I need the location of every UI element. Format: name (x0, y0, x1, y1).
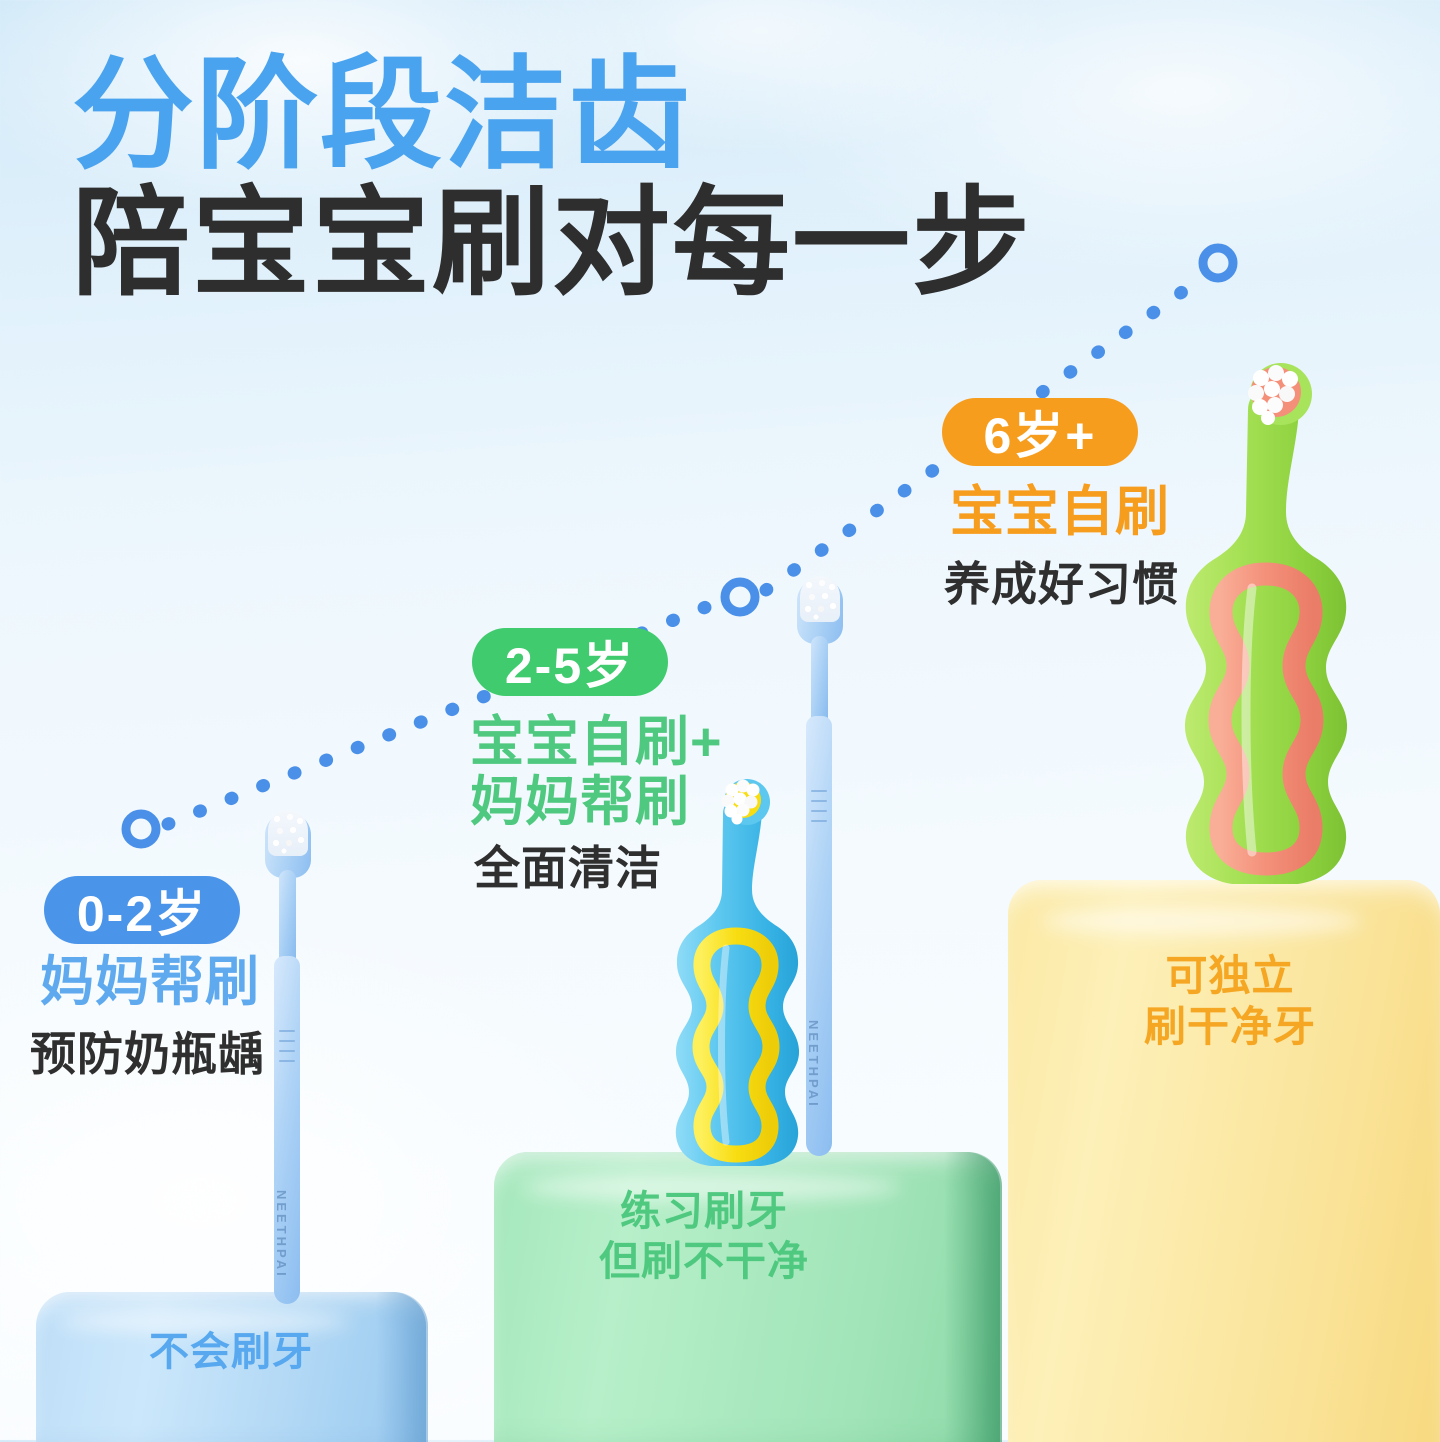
stage-2-main-text: 宝宝自刷+ 妈妈帮刷 (470, 712, 723, 833)
stage-1-main-text: 妈妈帮刷 (40, 952, 260, 1012)
grip-line (811, 810, 827, 812)
product-ring-toothbrush-blue (675, 779, 800, 1166)
green-handle-highlight (1241, 583, 1257, 857)
platform-highlight (60, 1310, 350, 1332)
age-badge-stage-3[interactable]: 6岁+ (942, 398, 1138, 466)
blue-handle-body (675, 794, 800, 1166)
product-ring-toothbrush-green (1184, 363, 1348, 884)
stage-3-main-text: 宝宝自刷 (950, 482, 1170, 542)
platform-stage-2 (494, 1152, 1002, 1442)
grip-line (279, 1060, 295, 1062)
platform-highlight (522, 1174, 902, 1200)
grip-line (279, 1040, 295, 1042)
slim-brush-bristles (268, 810, 308, 856)
slim-brush-neck (811, 636, 828, 728)
headline-block: 分阶段洁齿 陪宝宝刷对每一步 (72, 52, 1032, 306)
age-badge-stage-1[interactable]: 0-2岁 (44, 876, 240, 944)
slim-brush-bristles (800, 576, 840, 622)
green-brush-bristles (1248, 365, 1298, 425)
platform-label-stage-1: 不会刷牙 (149, 1330, 313, 1374)
brand-text: NEETHPAI (806, 1020, 821, 1109)
age-badge-stage-2[interactable]: 2-5岁 (472, 628, 668, 696)
path-node-end (1198, 243, 1238, 283)
platform-stage-1 (36, 1292, 428, 1442)
path-node-middle (720, 577, 760, 617)
platform-highlight (1042, 906, 1362, 936)
blue-handle-inner-ring (692, 927, 780, 1163)
platform-label-stage-3: 可独立 刷干净牙 (1143, 952, 1316, 1051)
grip-line (811, 790, 827, 792)
brand-text: NEETHPAI (274, 1190, 289, 1279)
slim-brush-handle (806, 716, 832, 1156)
stage-2-sub-text: 全面清洁 (474, 842, 662, 894)
stage-1-sub-text: 预防奶瓶龋 (30, 1028, 265, 1080)
grip-line (279, 1030, 295, 1032)
green-handle-body (1184, 384, 1348, 884)
green-handle-inner-ring (1208, 562, 1324, 876)
path-node-start (121, 809, 161, 849)
blue-handle-highlight (718, 944, 730, 1146)
slim-brush-handle (274, 956, 300, 1304)
blue-brush-bristles (721, 779, 760, 825)
grip-line (811, 800, 827, 802)
grip-line (811, 820, 827, 822)
headline-line-2: 陪宝宝刷对每一步 (72, 177, 1033, 310)
platform-label-stage-2: 练习刷牙 但刷不干净 (599, 1188, 809, 1285)
stage-3-sub-text: 养成好习惯 (944, 558, 1179, 610)
platform-stage-3 (1008, 880, 1440, 1442)
slim-brush-neck (279, 870, 296, 966)
grip-line (279, 1050, 295, 1052)
headline-line-1: 分阶段洁齿 (72, 47, 692, 183)
